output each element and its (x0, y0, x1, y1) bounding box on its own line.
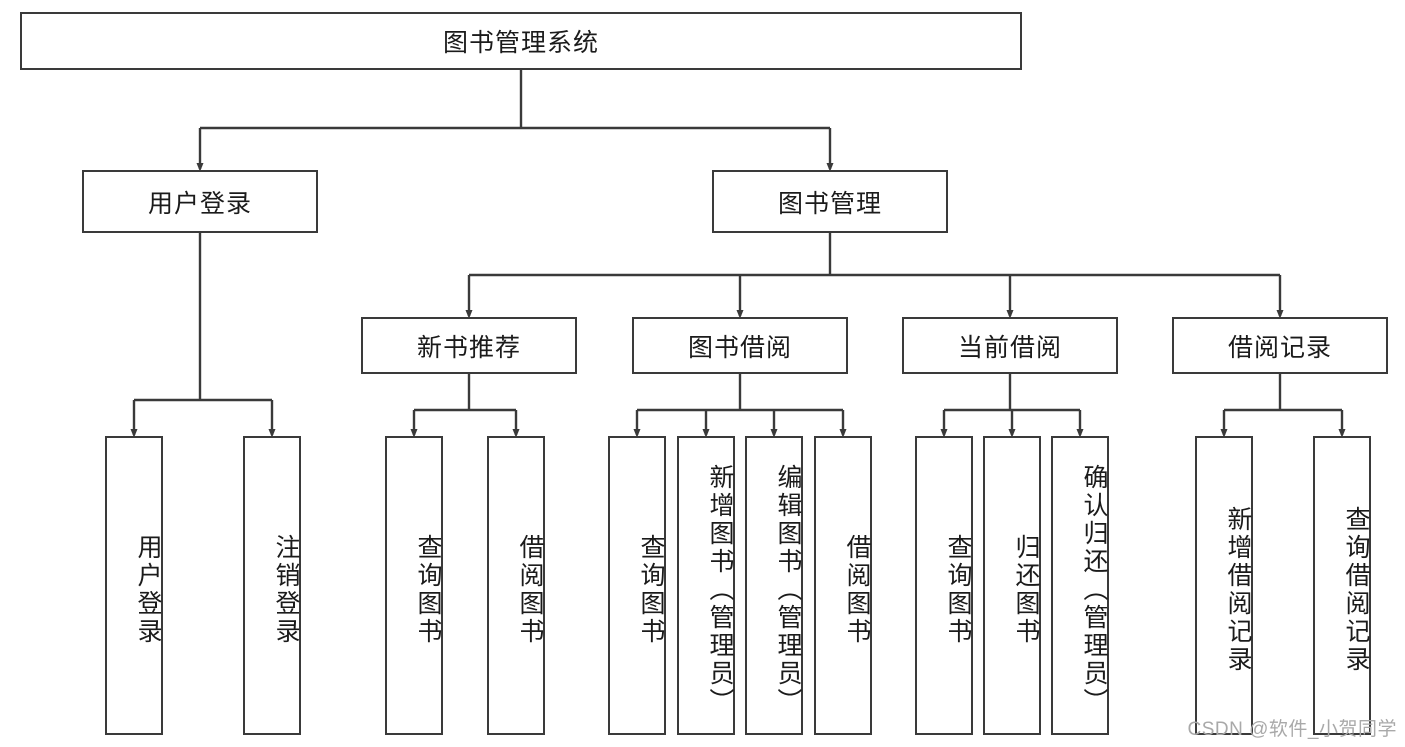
level3-node-borrow-record[interactable]: 借阅记录 (1172, 317, 1388, 374)
node-label: 查询图书 (414, 533, 442, 646)
leaf-node-leaf-add-book[interactable]: 新增图书（管理员） (677, 436, 735, 735)
leaf-node-leaf-query-book-1[interactable]: 查询图书 (385, 436, 443, 735)
node-label: 编辑图书（管理员） (774, 463, 802, 716)
node-label: 用户登录 (134, 533, 162, 646)
level3-node-current-borrow[interactable]: 当前借阅 (902, 317, 1118, 374)
level3-node-new-book-rec[interactable]: 新书推荐 (361, 317, 577, 374)
node-label: 借阅图书 (843, 533, 871, 646)
node-label: 图书借阅 (687, 333, 792, 362)
node-label: 用户登录 (147, 189, 252, 218)
node-label: 确认归还（管理员） (1080, 463, 1108, 716)
leaf-node-leaf-edit-book[interactable]: 编辑图书（管理员） (745, 436, 803, 735)
node-label: 借阅图书 (516, 533, 544, 646)
node-label: 图书管理系统 (442, 29, 599, 57)
level2-node-user-login[interactable]: 用户登录 (82, 170, 318, 233)
level2-node-book-manage[interactable]: 图书管理 (712, 170, 948, 233)
leaf-node-leaf-confirm-return[interactable]: 确认归还（管理员） (1051, 436, 1109, 735)
node-label: 查询图书 (944, 533, 972, 646)
leaf-node-leaf-user-login[interactable]: 用户登录 (105, 436, 163, 735)
leaf-node-leaf-add-record[interactable]: 新增借阅记录 (1195, 436, 1253, 735)
leaf-node-leaf-user-logout[interactable]: 注销登录 (243, 436, 301, 735)
node-label: 借阅记录 (1227, 333, 1332, 362)
node-label: 图书管理 (777, 189, 882, 218)
node-label: 注销登录 (272, 533, 300, 646)
node-label: 查询图书 (637, 533, 665, 646)
node-label: 新书推荐 (416, 333, 521, 362)
leaf-node-leaf-return-book[interactable]: 归还图书 (983, 436, 1041, 735)
leaf-node-leaf-query-book-2[interactable]: 查询图书 (608, 436, 666, 735)
node-label: 新增借阅记录 (1224, 505, 1252, 674)
leaf-node-leaf-borrow-book-2[interactable]: 借阅图书 (814, 436, 872, 735)
leaf-node-leaf-borrow-book-1[interactable]: 借阅图书 (487, 436, 545, 735)
level3-node-book-borrow[interactable]: 图书借阅 (632, 317, 848, 374)
root-node-root[interactable]: 图书管理系统 (20, 12, 1022, 70)
watermark-label: CSDN @软件_小贺同学 (1187, 719, 1397, 740)
node-label: 归还图书 (1012, 533, 1040, 646)
node-label: 查询借阅记录 (1342, 505, 1370, 674)
leaf-node-leaf-query-record[interactable]: 查询借阅记录 (1313, 436, 1371, 735)
node-label: 当前借阅 (957, 333, 1062, 362)
leaf-node-leaf-query-book-3[interactable]: 查询图书 (915, 436, 973, 735)
node-label: 新增图书（管理员） (706, 463, 734, 716)
